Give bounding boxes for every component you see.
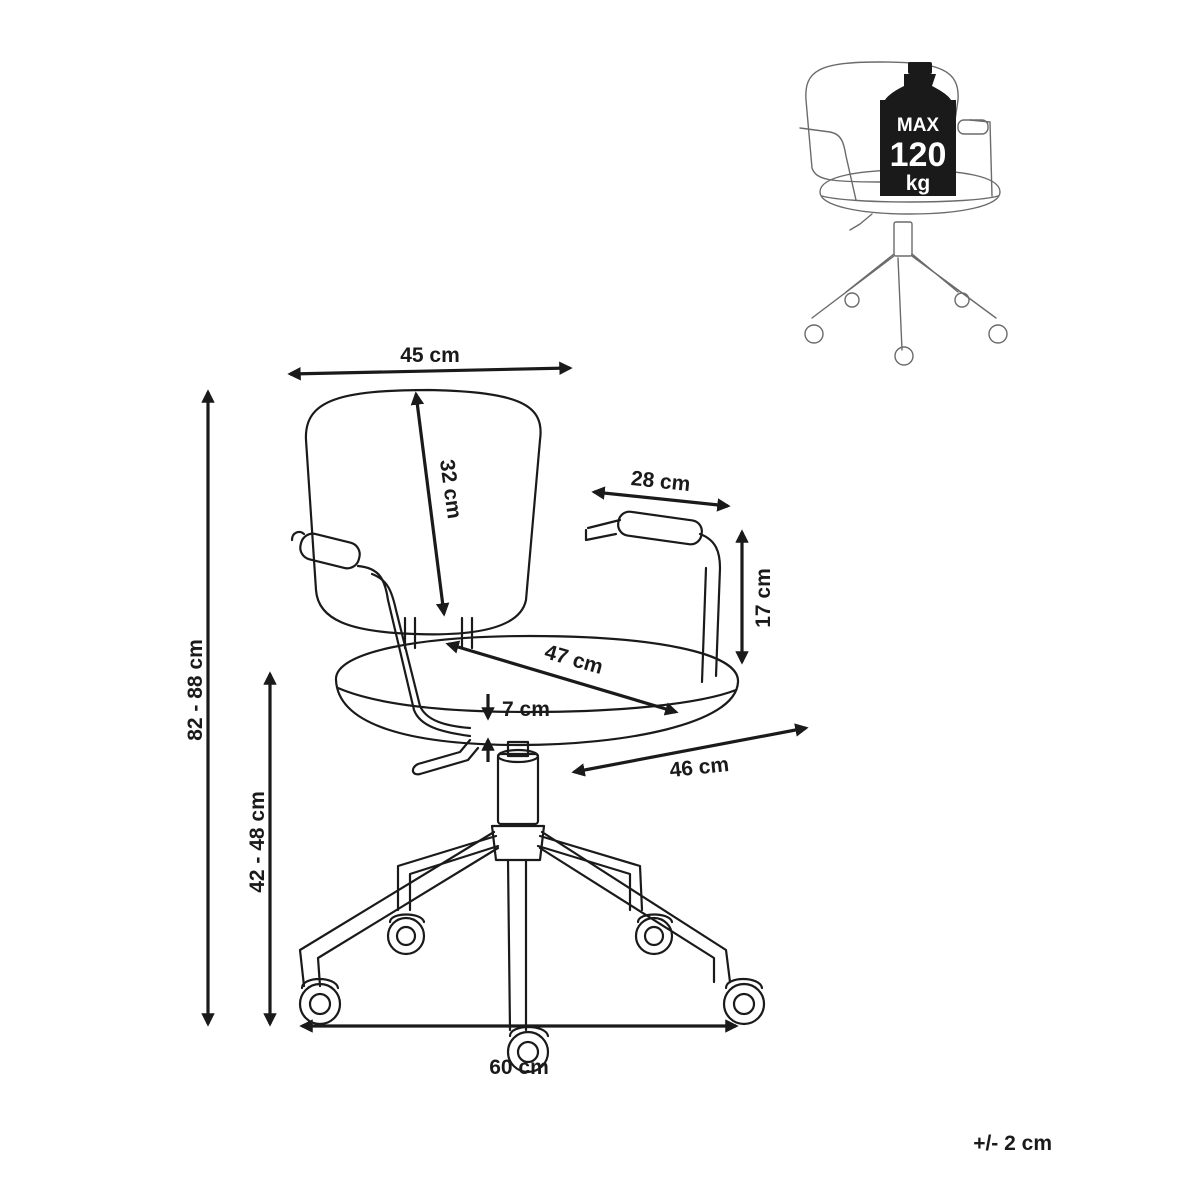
max-load-line3: kg [906, 172, 931, 195]
label-armrest-length: 28 cm [630, 467, 692, 496]
right-armrest-pad [617, 510, 703, 546]
label-seat-thickness: 7 cm [502, 698, 550, 721]
right-armrest-inner [700, 566, 708, 684]
left-armrest-pad [299, 532, 361, 570]
leg-left-front [298, 830, 500, 988]
height-lever [411, 738, 480, 776]
base-hub [490, 824, 546, 862]
caster-right-front [722, 977, 766, 1026]
cylinder-neck [506, 740, 530, 758]
dimension-arrows [201, 361, 809, 1033]
main-chair-drawing [290, 388, 766, 1074]
leg-left-back [396, 834, 500, 912]
dimension-labels: 45 cm 32 cm 28 cm 17 cm 47 cm 7 cm 46 cm… [184, 344, 1052, 1155]
caster-left-back [386, 913, 426, 956]
seat-outline [334, 634, 740, 747]
right-armrest-back [584, 528, 618, 542]
label-back-height: 32 cm [435, 458, 466, 520]
left-armrest-inner [370, 572, 472, 730]
max-load-line2: 120 [890, 136, 947, 174]
leg-right-back [536, 834, 644, 912]
caster-right-back [634, 913, 674, 956]
leg-front [506, 858, 528, 1032]
right-armrest-frame [586, 518, 722, 678]
max-load-thumbnail: MAX 120 kg [799, 61, 1008, 366]
label-total-height: 82 - 88 cm [184, 639, 207, 741]
label-armrest-height: 17 cm [752, 568, 775, 628]
label-seat-depth: 46 cm [669, 753, 731, 782]
arrow-width-back [287, 361, 573, 381]
left-armrest-frame [290, 530, 472, 738]
arrow-armrest-length [591, 486, 731, 512]
arrow-seat-depth [571, 723, 809, 777]
label-width-back: 45 cm [400, 344, 460, 367]
label-seat-height: 42 - 48 cm [246, 791, 269, 893]
weight-icon: MAX 120 kg [880, 62, 956, 196]
max-load-line1: MAX [897, 115, 940, 136]
leg-right-front [538, 830, 732, 984]
arrow-seat-diagonal [445, 640, 679, 716]
label-base-width: 60 cm [489, 1056, 549, 1079]
cylinder-top [496, 748, 540, 764]
arrow-back-height [410, 391, 450, 617]
gas-cylinder [496, 752, 540, 826]
tolerance-note: +/- 2 cm [973, 1132, 1052, 1155]
backrest-outline [304, 388, 542, 636]
